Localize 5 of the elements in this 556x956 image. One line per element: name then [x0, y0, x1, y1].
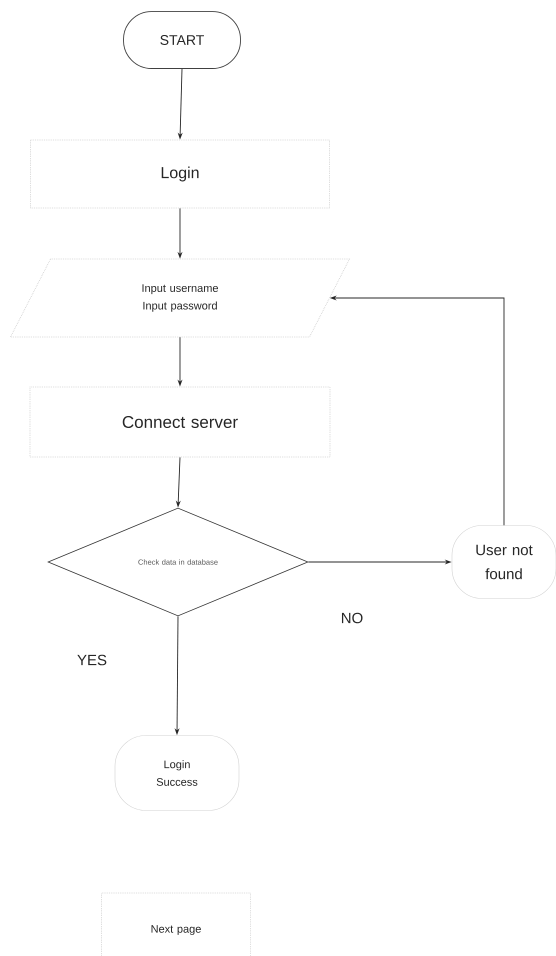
- edge-label: YES: [76, 654, 108, 666]
- process-box: Connect server: [30, 386, 330, 458]
- process-box: Login: [30, 140, 330, 208]
- process-box: Next page: [101, 892, 251, 956]
- edge-label: NO: [340, 612, 364, 624]
